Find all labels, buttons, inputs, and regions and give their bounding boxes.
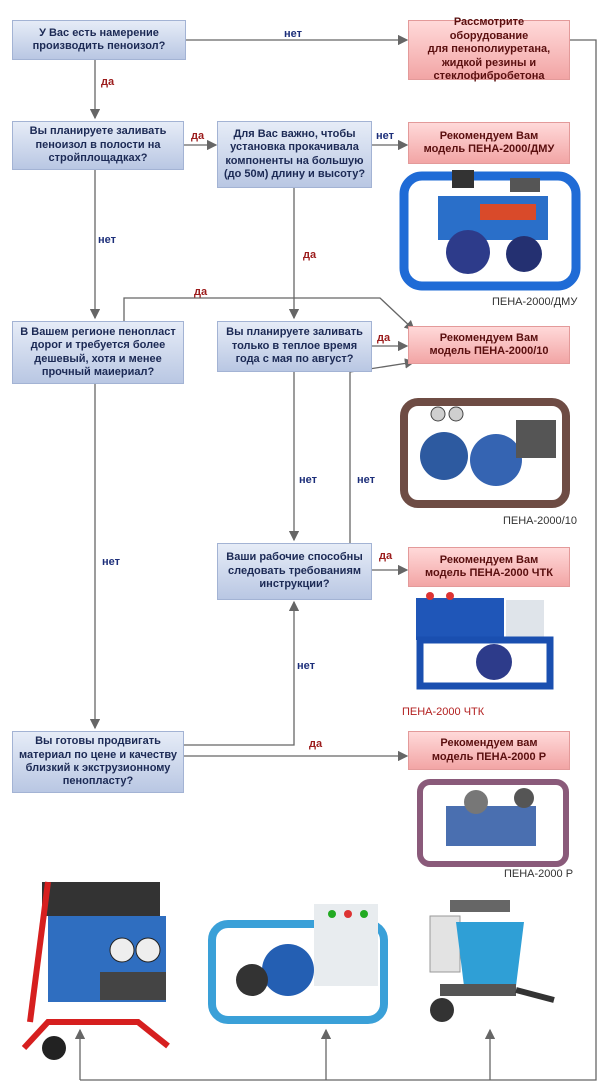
label-yes-q3: да xyxy=(303,249,317,261)
label-no-q2: нет xyxy=(98,234,117,246)
label-no-q6: нет xyxy=(357,474,376,486)
r0-return-line xyxy=(80,39,597,1081)
machine-image-pena-2000-chtk xyxy=(416,592,554,690)
label-yes-q1: да xyxy=(101,76,115,88)
recommendation-pena-2000-10: Рекомендуем Вам модель ПЕНА-2000/10 xyxy=(408,326,570,364)
question-pump-distance: Для Вас важно, чтобы установка прокачива… xyxy=(217,121,372,188)
caption-pena-2000-dmu: ПЕНА-2000/ДМУ xyxy=(492,296,578,308)
label-no-q1: нет xyxy=(284,28,303,40)
label-yes-q5: да xyxy=(377,332,391,344)
recommendation-pena-2000-dmu: Рекомендуем Вам модель ПЕНА-2000/ДМУ xyxy=(408,122,570,164)
question-fill-cavities: Вы планируете заливать пеноизол в полост… xyxy=(12,121,184,170)
question-workers-instructions: Ваши рабочие способны следовать требован… xyxy=(217,543,372,600)
label-no-q4: нет xyxy=(102,556,121,568)
recommendation-pena-2000-chtk: Рекомендуем Вам модель ПЕНА-2000 ЧТК xyxy=(408,547,570,587)
q6-to-r2-arrow xyxy=(349,358,416,545)
bottom-machine-image-1 xyxy=(21,881,170,1060)
label-yes-q2: да xyxy=(191,130,205,142)
question-extrusion-quality: Вы готовы продвигать материал по цене и … xyxy=(12,731,184,793)
machine-image-pena-2000-dmu xyxy=(399,170,581,291)
label-yes-q7: да xyxy=(309,738,323,750)
question-regional-price: В Вашем регионе пенопласт дорог и требуе… xyxy=(12,321,184,384)
bottom-machine-image-2 xyxy=(208,904,388,1024)
machine-image-pena-2000-r xyxy=(417,779,569,867)
caption-pena-2000-chtk: ПЕНА-2000 ЧТК xyxy=(402,706,485,718)
q4-to-r2-arrow xyxy=(123,297,415,331)
question-warm-season: Вы планируете заливать только в теплое в… xyxy=(217,321,372,372)
q7-to-q6-arrow xyxy=(184,600,300,746)
recommendation-other-equipment: Рассмотрите оборудование для пенополиуре… xyxy=(408,16,570,82)
label-no-q5: нет xyxy=(299,474,318,486)
machine-image-pena-2000-10 xyxy=(400,398,570,508)
caption-pena-2000-10: ПЕНА-2000/10 xyxy=(503,515,577,527)
bottom-machine-image-3 xyxy=(429,900,555,1022)
label-no-q3: нет xyxy=(376,130,395,142)
question-intent-penoizol: У Вас есть намерение производить пеноизо… xyxy=(12,20,186,60)
label-no-q7: нет xyxy=(297,660,316,672)
label-yes-q4: да xyxy=(194,286,208,298)
caption-pena-2000-r: ПЕНА-2000 Р xyxy=(504,868,574,880)
recommendation-pena-2000-r: Рекомендуем вам модель ПЕНА-2000 Р xyxy=(408,731,570,770)
label-yes-q6: да xyxy=(379,550,393,562)
